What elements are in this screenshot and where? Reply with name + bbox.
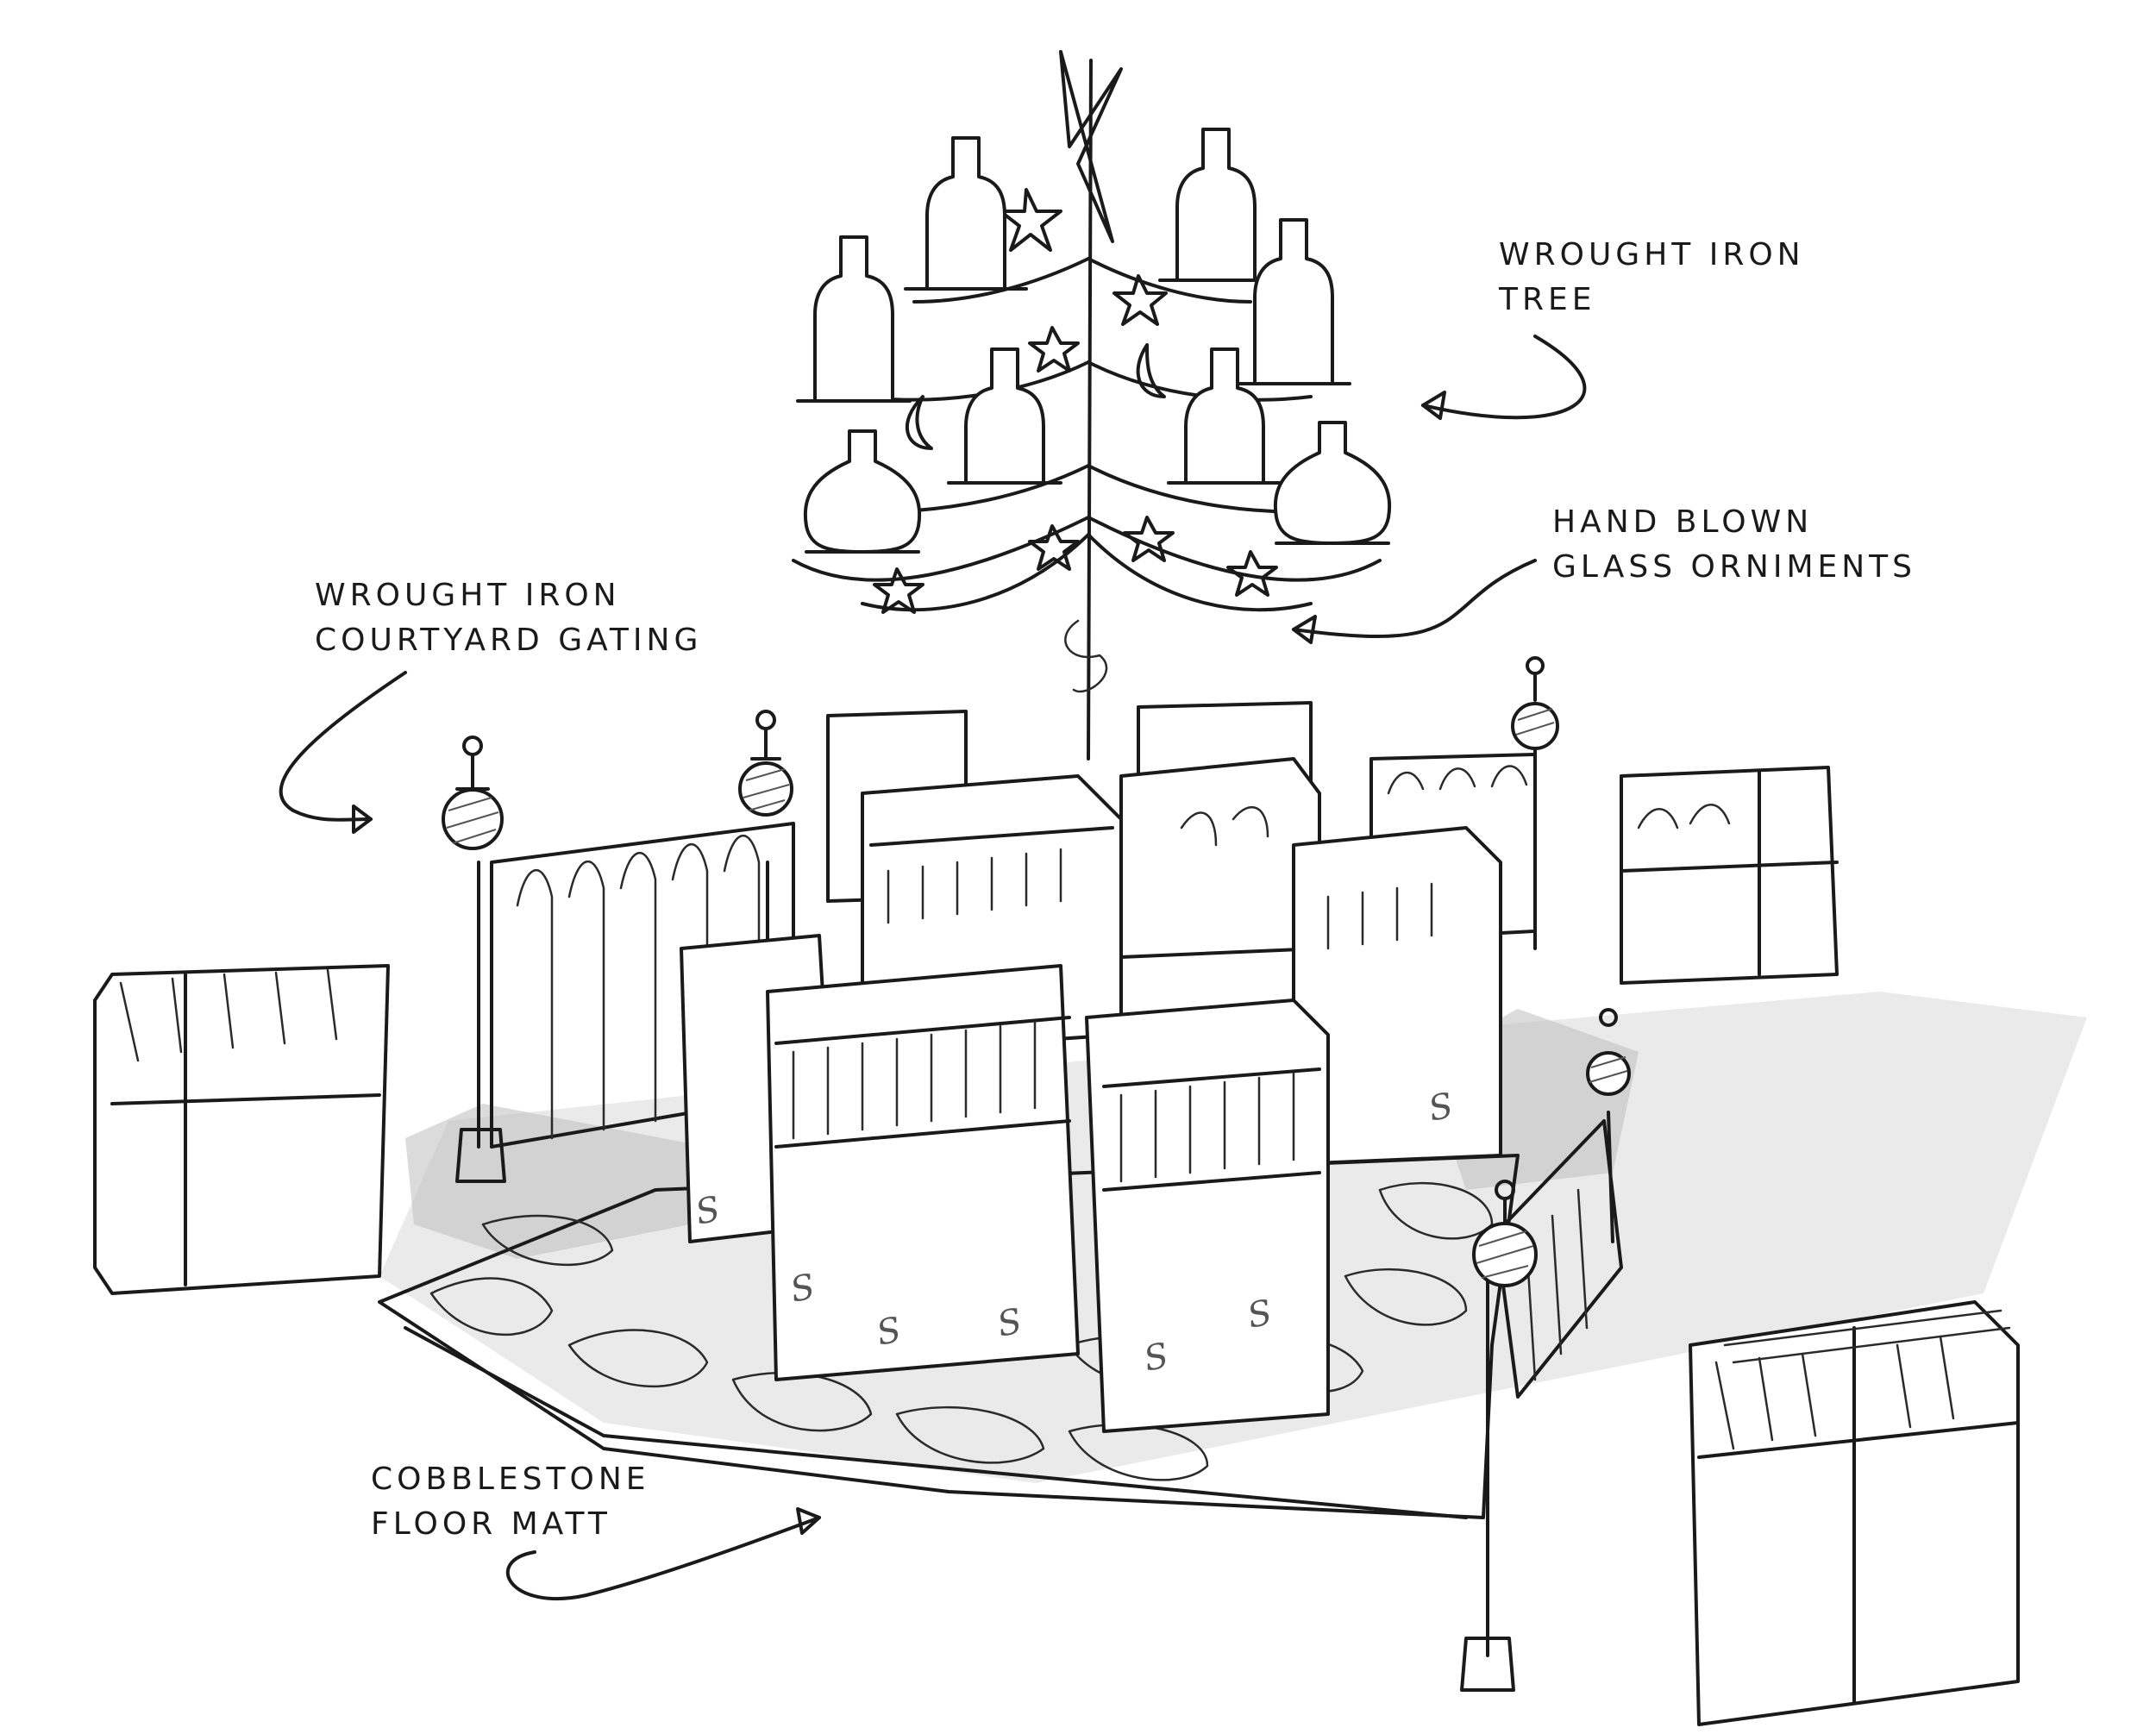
floor-annotation: Cobblestone Floor Matt — [371, 1457, 650, 1547]
central-display-boxes: S S S S S S S — [680, 701, 1502, 1433]
wrought-iron-tree — [792, 50, 1382, 761]
ornaments-annotation-line1: Hand Blown — [1552, 504, 1814, 540]
glass-ornaments — [796, 128, 1392, 554]
tree-annotation: Wrought Iron Tree — [1499, 233, 1805, 322]
left-courtyard-gate — [442, 710, 795, 1183]
ornaments-leader-arrow — [1292, 559, 1537, 644]
floor-annotation-line1: Cobblestone — [371, 1462, 650, 1497]
right-front-display-box — [1689, 1300, 2020, 1726]
floor-leader-arrow — [505, 1507, 821, 1601]
gating-annotation: Wrought Iron Courtyard Gating — [315, 573, 702, 663]
front-courtyard-gate — [1460, 1008, 1631, 1692]
ornaments-annotation-line2: Glass Orniments — [1552, 549, 1917, 585]
floor-annotation-line2: Floor Matt — [371, 1506, 611, 1542]
right-back-display-box — [1620, 766, 1839, 985]
tree-annotation-line1: Wrought Iron — [1499, 237, 1805, 272]
gating-annotation-line2: Courtyard Gating — [315, 623, 703, 658]
tree-leader-arrow — [1421, 335, 1587, 420]
gating-annotation-line1: Wrought Iron — [315, 578, 621, 613]
ornaments-annotation: Hand Blown Glass Orniments — [1552, 500, 1916, 590]
left-side-display-box — [93, 964, 390, 1295]
gating-leader-arrow — [279, 671, 407, 834]
tree-annotation-line2: Tree — [1499, 282, 1596, 317]
